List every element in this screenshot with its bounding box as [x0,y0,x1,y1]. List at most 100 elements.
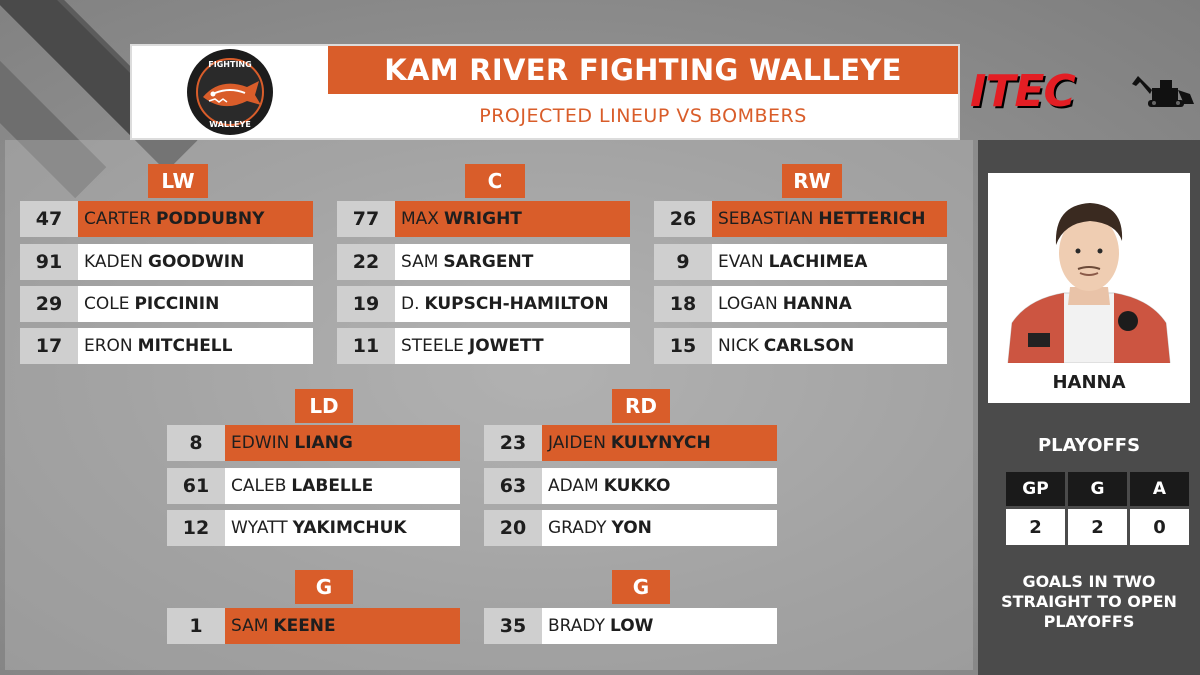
last-name: LOW [609,616,654,636]
jersey-number: 18 [654,286,712,322]
player-photo-card: HANNA [988,173,1190,403]
jersey-number: 11 [337,328,395,364]
jersey-number: 15 [654,328,712,364]
position-tag-g: G [295,570,353,604]
sponsor-text: ITEC [970,66,1076,117]
stat-header-a: A [1130,472,1189,506]
last-name: GOODWIN [148,252,245,272]
jersey-number: 9 [654,244,712,280]
jersey-number: 29 [20,286,78,322]
stats-header-row: GP G A [1006,472,1189,506]
jersey-number: 47 [20,201,78,237]
first-name: COLE [84,294,130,314]
last-name: LIANG [294,433,353,453]
logo-bottom-text: WALLEYE [209,120,251,129]
jersey-number: 8 [167,425,225,461]
position-tag-c: C [465,164,525,198]
first-name: NICK [718,336,759,356]
last-name: PICCININ [134,294,220,314]
stats-title: PLAYOFFS [1037,435,1141,456]
team-logo: FIGHTING WALLEYE [132,46,328,138]
last-name: KEENE [273,616,336,636]
title-bar: KAM RIVER FIGHTING WALLEYE [328,46,958,94]
first-name: KADEN [84,252,144,272]
jersey-number: 63 [484,468,542,504]
first-name: ADAM [548,476,599,496]
lineup-row: 19 D.KUPSCH-HAMILTON [337,286,630,322]
feature-note: GOALS IN TWO STRAIGHT TO OPEN PLAYOFFS [1001,572,1177,631]
jersey-number: 77 [337,201,395,237]
first-name: MAX [401,209,439,229]
jersey-number: 61 [167,468,225,504]
last-name: YAKIMCHUK [292,518,407,538]
player-photo [998,183,1180,363]
last-name: LACHIMEA [768,252,868,272]
position-tag-lw: LW [148,164,208,198]
position-tag-g: G [612,570,670,604]
last-name: HETTERICH [818,209,926,229]
first-name: D. [401,294,420,314]
featured-player-name: HANNA [1052,371,1126,393]
walleye-logo-icon: FIGHTING WALLEYE [187,49,273,135]
last-name: KUPSCH-HAMILTON [424,294,609,314]
jersey-number: 17 [20,328,78,364]
stat-header-g: G [1068,472,1127,506]
stat-value-gp: 2 [1006,509,1065,545]
first-name: SEBASTIAN [718,209,814,229]
last-name: WRIGHT [443,209,522,229]
first-name: WYATT [231,518,288,538]
first-name: SAM [401,252,439,272]
last-name: SARGENT [443,252,534,272]
first-name: JAIDEN [548,433,606,453]
first-name: STEELE [401,336,464,356]
last-name: LABELLE [291,476,374,496]
jersey-number: 19 [337,286,395,322]
last-name: HANNA [782,294,852,314]
last-name: PODDUBNY [156,209,265,229]
stats-value-row: 2 2 0 [1006,509,1189,545]
jersey-number: 12 [167,510,225,546]
last-name: MITCHELL [137,336,233,356]
feature-panel: HANNA PLAYOFFS GP G A 2 2 0 GOALS IN TWO… [978,140,1200,675]
first-name: CALEB [231,476,287,496]
jersey-number: 1 [167,608,225,644]
first-name: BRADY [548,616,605,636]
last-name: CARLSON [763,336,855,356]
jersey-number: 26 [654,201,712,237]
position-tag-rd: RD [612,389,670,423]
first-name: CARTER [84,209,152,229]
jersey-number: 22 [337,244,395,280]
stat-value-g: 2 [1068,509,1127,545]
logo-top-text: FIGHTING [208,60,251,69]
jersey-number: 20 [484,510,542,546]
stat-header-gp: GP [1006,472,1065,506]
